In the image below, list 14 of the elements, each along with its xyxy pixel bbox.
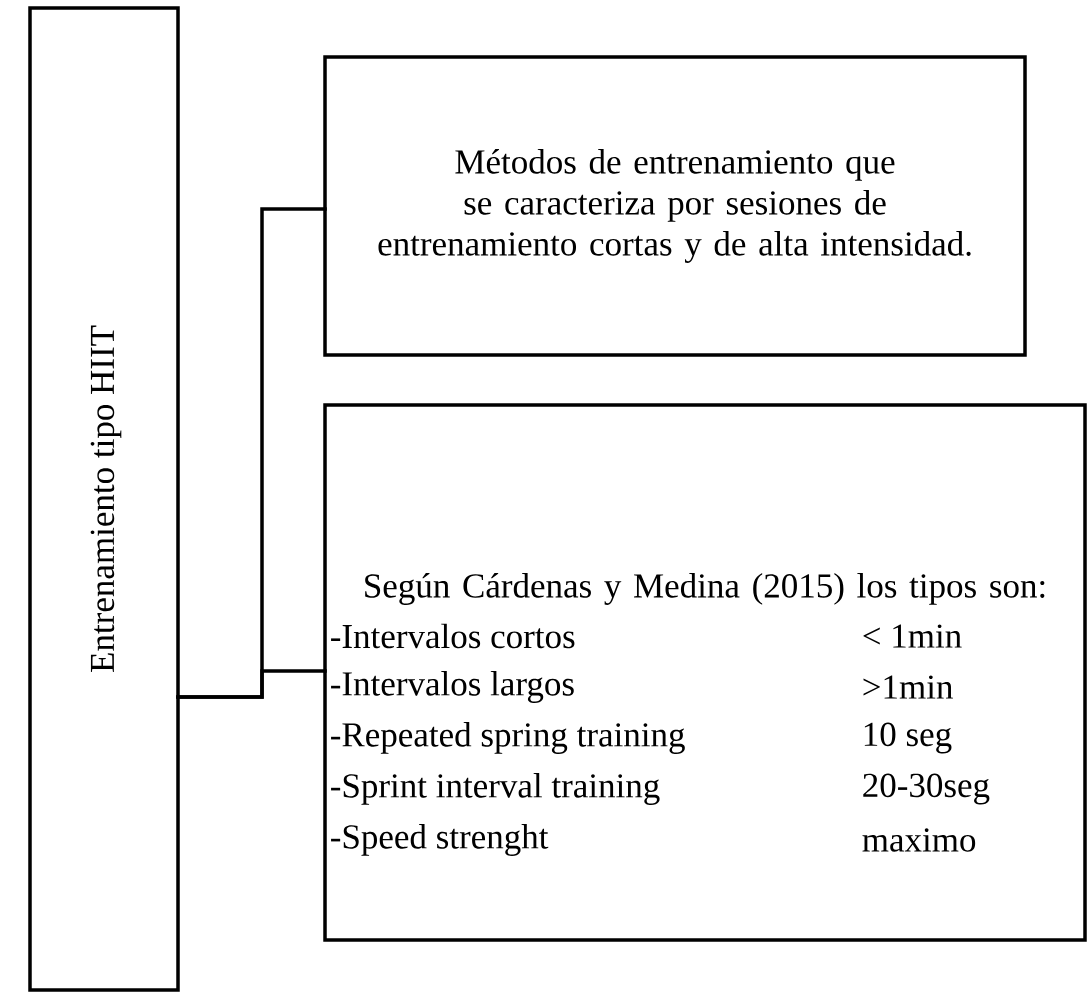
duration-text: maximo — [862, 828, 976, 852]
list-item: -Intervalos cortos — [331, 623, 575, 649]
list-item: -Intervalos largos — [331, 671, 574, 703]
heading-text: Según Cárdenas y Medina (2015) los tipos son: — [365, 573, 1045, 605]
title-box: Entrenamiento tipo HIIT — [28, 6, 180, 992]
text-box — [323, 403, 1087, 942]
duration-text: 10 seg — [864, 722, 952, 754]
list-item: -Repeated spring training — [331, 722, 685, 754]
list-item: -Speed strenght — [331, 824, 549, 856]
list-item: -Sprint interval training — [331, 773, 660, 805]
duration-text: 20-30seg — [863, 773, 990, 805]
duration-text: >1min — [863, 675, 953, 699]
text-box: Métodos de entrenamiento que se caracteriza por sesiones de entrenamiento cortas y de alta intensidad. — [323, 55, 1027, 357]
duration-text: < 1min — [863, 624, 962, 648]
